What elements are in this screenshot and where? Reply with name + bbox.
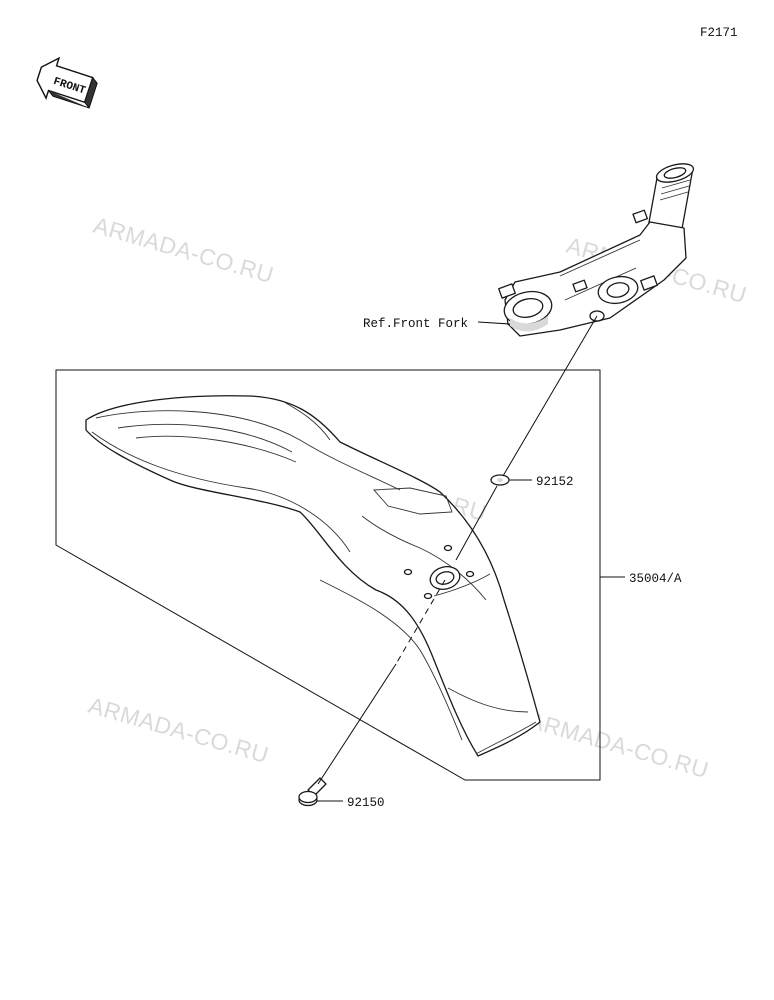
bolt-92150-illustration <box>298 777 327 807</box>
steering-stem-illustration <box>498 163 695 337</box>
front-arrow-icon: FRONT <box>36 56 98 109</box>
callout-92152: 92152 <box>536 475 574 489</box>
watermark-1: ARMADA-CO.RU <box>91 212 277 288</box>
leader-ref-front-fork <box>477 321 511 325</box>
watermark-4: ARMADA-CO.RU <box>86 692 272 768</box>
assembly-bracket <box>55 369 601 781</box>
alignment-line-lower <box>317 663 397 785</box>
alignment-line <box>455 315 598 561</box>
watermark-5: ARMADA-CO.RU <box>526 707 712 783</box>
callout-92150: 92150 <box>347 796 385 810</box>
alignment-line-hidden <box>395 579 446 665</box>
front-fender-illustration <box>85 395 541 757</box>
callout-ref-front-fork: Ref.Front Fork <box>363 317 468 331</box>
figure-code: F2171 <box>700 26 738 40</box>
callout-35004a: 35004/A <box>629 572 682 586</box>
washer-92152-illustration <box>490 474 510 486</box>
